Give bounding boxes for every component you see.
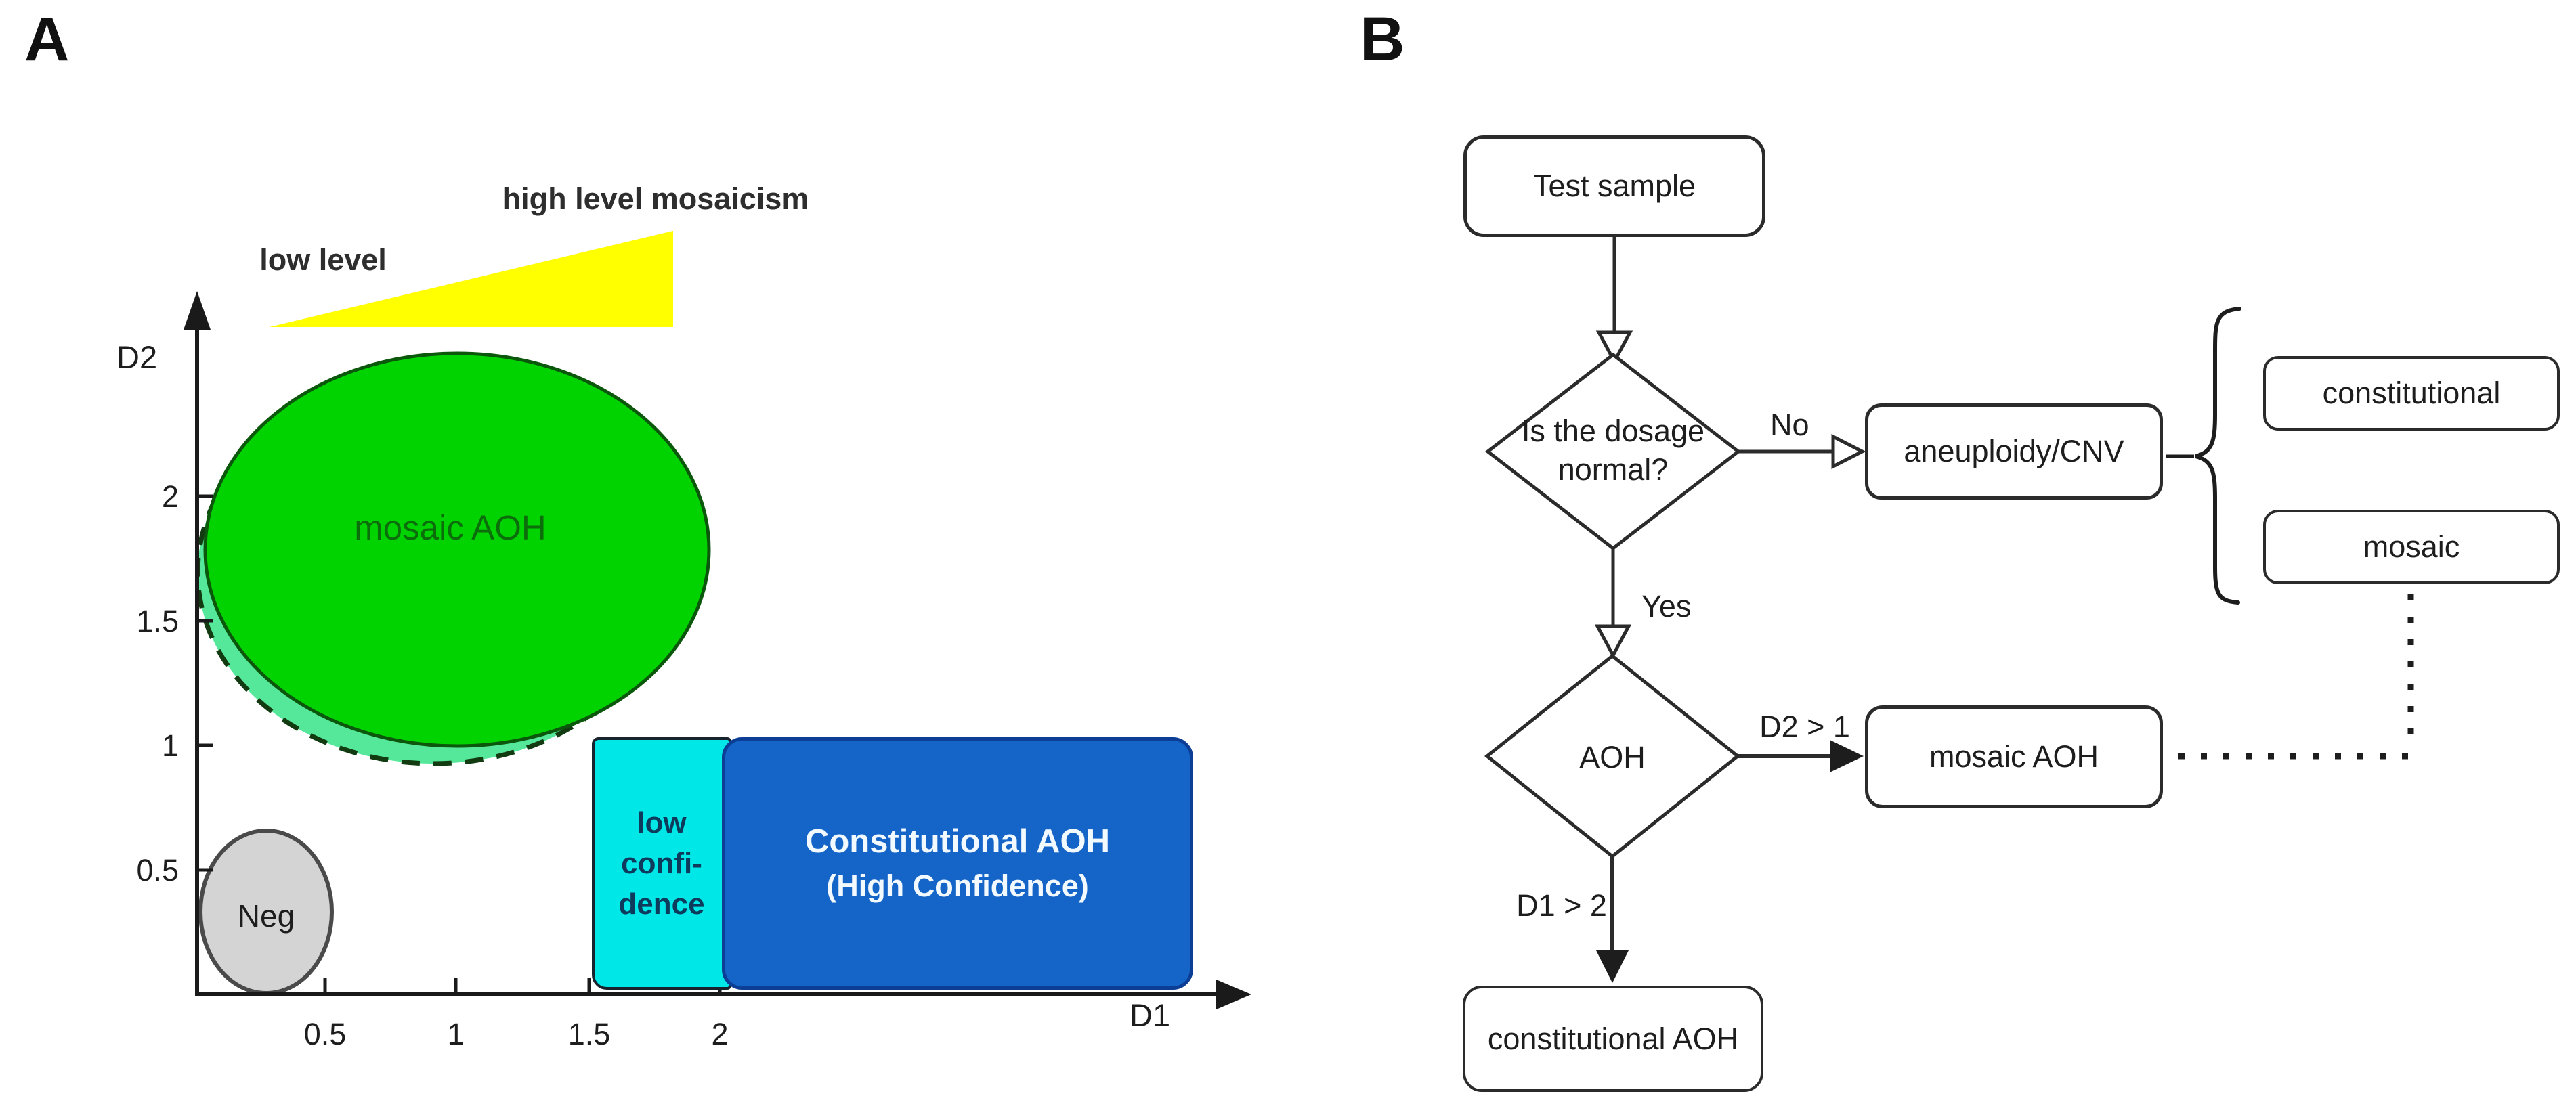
node-constitutional: constitutional [2263,356,2560,431]
constitutional-aoh-line1: Constitutional AOH [804,822,1111,860]
x-tick-label-0-5: 0.5 [303,1017,347,1051]
x-axis-label: D1 [1130,997,1171,1033]
low-confidence-region: low confi- dence [592,737,731,990]
x-tick-label-1: 1 [447,1017,465,1051]
node-aneuploidy-cnv-label: aneuploidy/CNV [1904,434,2124,468]
dosage-question-line2: normal? [1558,452,1669,487]
low-level-label: low level [259,242,387,277]
y-axis-arrowhead [184,291,211,330]
edge-label-d1-gt-2: D1 > 2 [1516,888,1607,923]
x-axis-arrowhead [1216,980,1251,1009]
constitutional-aoh-region: Constitutional AOH (High Confidence) [722,737,1193,990]
node-dosage-question: Is the dosage normal? [1505,412,1721,489]
y-axis-label: D2 [116,339,158,375]
node-aoh-label: AOH [1579,740,1646,774]
edge-label-yes: Yes [1641,589,1692,623]
dosage-question-line1: Is the dosage [1521,414,1705,448]
neg-region-label: Neg [237,898,295,934]
node-test-sample-label: Test sample [1532,169,1696,203]
node-mosaic-label: mosaic [2363,529,2460,564]
y-tick-label-1: 1 [161,728,179,763]
x-tick-label-1-5: 1.5 [567,1017,611,1051]
node-test-sample: Test sample [1463,135,1765,237]
constitutional-aoh-line2: (High Confidence) [826,868,1089,903]
open-arrowhead-dosage [1595,330,1633,366]
low-confidence-line2: confi- [621,846,702,880]
high-level-mosaicism-label: high level mosaicism [502,181,809,216]
panel-a-label: A [24,5,70,74]
aoh-diamond [1484,653,1741,859]
mosaicism-gradient-triangle [270,231,673,327]
edge-label-d2-gt-1: D2 > 1 [1759,709,1850,744]
node-constitutional-aoh: constitutional AOH [1463,986,1763,1092]
low-confidence-line1: low [637,806,687,839]
node-aneuploidy-cnv: aneuploidy/CNV [1865,403,2163,500]
open-arrowhead-aneuploidy [1831,433,1866,470]
node-constitutional-label: constitutional [2322,376,2501,410]
mosaic-aoh-ellipse [203,351,711,748]
dosage-diamond [1484,352,1742,551]
curly-brace [2195,307,2241,605]
node-mosaic-aoh-label: mosaic AOH [1929,739,2099,774]
node-mosaic-aoh: mosaic AOH [1865,705,2163,808]
solid-arrowhead-constaoh [1596,950,1629,983]
y-tick-label-1-5: 1.5 [136,604,179,638]
solid-arrowhead-mosaicaoh [1830,740,1864,772]
y-tick-label-0-5: 0.5 [136,853,179,887]
open-arrowhead-aoh [1594,624,1632,659]
x-tick-label-2: 2 [711,1017,729,1051]
edge-label-no: No [1770,408,1809,442]
node-constitutional-aoh-label: constitutional AOH [1487,1021,1739,1056]
low-confidence-line3: dence [618,887,705,921]
y-tick-label-2: 2 [161,479,179,514]
node-mosaic: mosaic [2263,510,2560,584]
mosaic-aoh-region-label: mosaic AOH [354,508,546,547]
node-aoh: AOH [1545,738,1680,776]
panel-b-label: B [1360,5,1405,74]
